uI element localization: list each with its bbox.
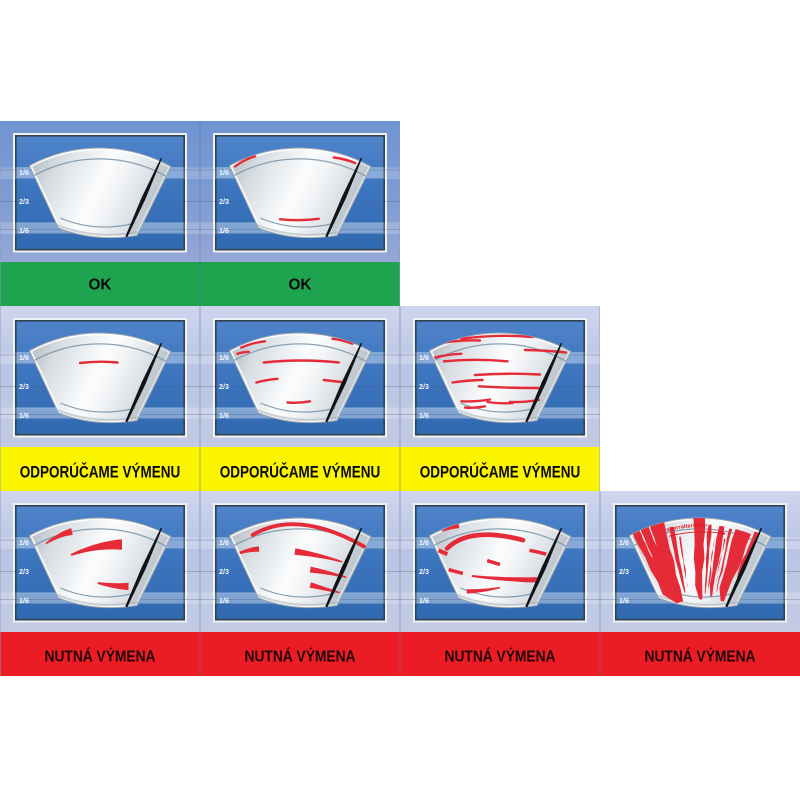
svg-text:NUTNÁ VÝMENA: NUTNÁ VÝMENA	[445, 647, 556, 666]
svg-text:ODPORÚČAME VÝMENU: ODPORÚČAME VÝMENU	[20, 462, 181, 481]
svg-text:OK: OK	[89, 277, 112, 294]
svg-text:ODPORÚČAME VÝMENU: ODPORÚČAME VÝMENU	[220, 462, 381, 481]
svg-text:NUTNÁ VÝMENA: NUTNÁ VÝMENA	[245, 647, 356, 666]
svg-text:ratterratterratter: ratterratterratter	[664, 523, 709, 534]
svg-text:NUTNÁ VÝMENA: NUTNÁ VÝMENA	[45, 647, 156, 666]
svg-text:NUTNÁ VÝMENA: NUTNÁ VÝMENA	[645, 647, 756, 666]
svg-text:ODPORÚČAME VÝMENU: ODPORÚČAME VÝMENU	[420, 462, 581, 481]
svg-text:OK: OK	[289, 277, 312, 294]
